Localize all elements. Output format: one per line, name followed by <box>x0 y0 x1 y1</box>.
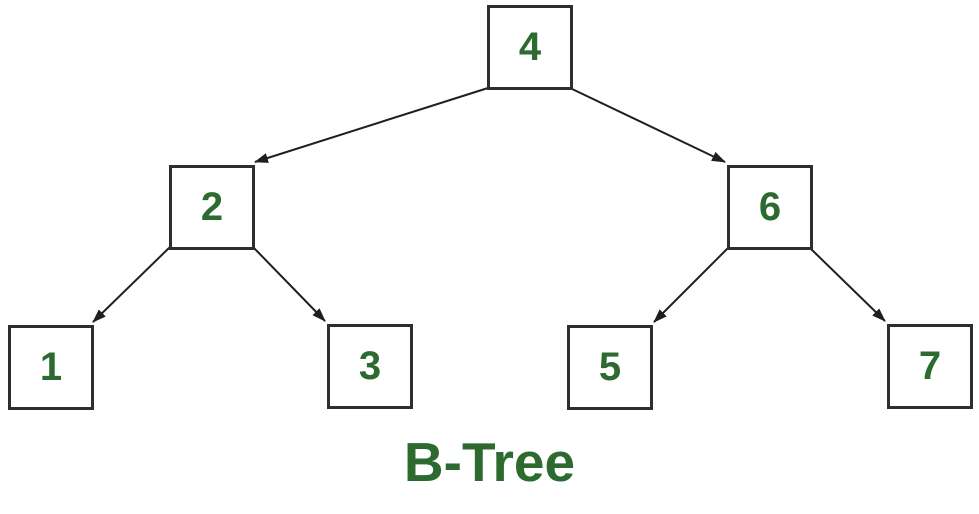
tree-node-4: 4 <box>487 5 573 90</box>
edge-arrow-2-3 <box>252 246 326 322</box>
tree-node-3: 3 <box>327 324 413 409</box>
diagram-title: B-Tree <box>403 431 576 493</box>
tree-node-7-value: 7 <box>918 344 942 388</box>
tree-node-1-value: 1 <box>39 345 63 389</box>
edge-arrow-6-7 <box>809 247 886 322</box>
tree-node-2-value: 2 <box>200 185 224 229</box>
edge-arrow-4-6 <box>569 87 726 163</box>
tree-node-5: 5 <box>567 325 653 410</box>
tree-node-3-value: 3 <box>358 344 382 388</box>
tree-node-5-value: 5 <box>598 345 622 389</box>
tree-node-6-value: 6 <box>758 185 782 229</box>
tree-node-2: 2 <box>169 165 255 250</box>
edge-arrow-6-5 <box>653 247 729 323</box>
edge-arrow-2-1 <box>92 246 171 323</box>
edge-arrow-4-2 <box>254 87 489 163</box>
tree-node-1: 1 <box>8 325 94 410</box>
tree-node-4-value: 4 <box>518 25 542 69</box>
tree-node-7: 7 <box>887 324 973 409</box>
tree-node-6: 6 <box>727 165 813 250</box>
